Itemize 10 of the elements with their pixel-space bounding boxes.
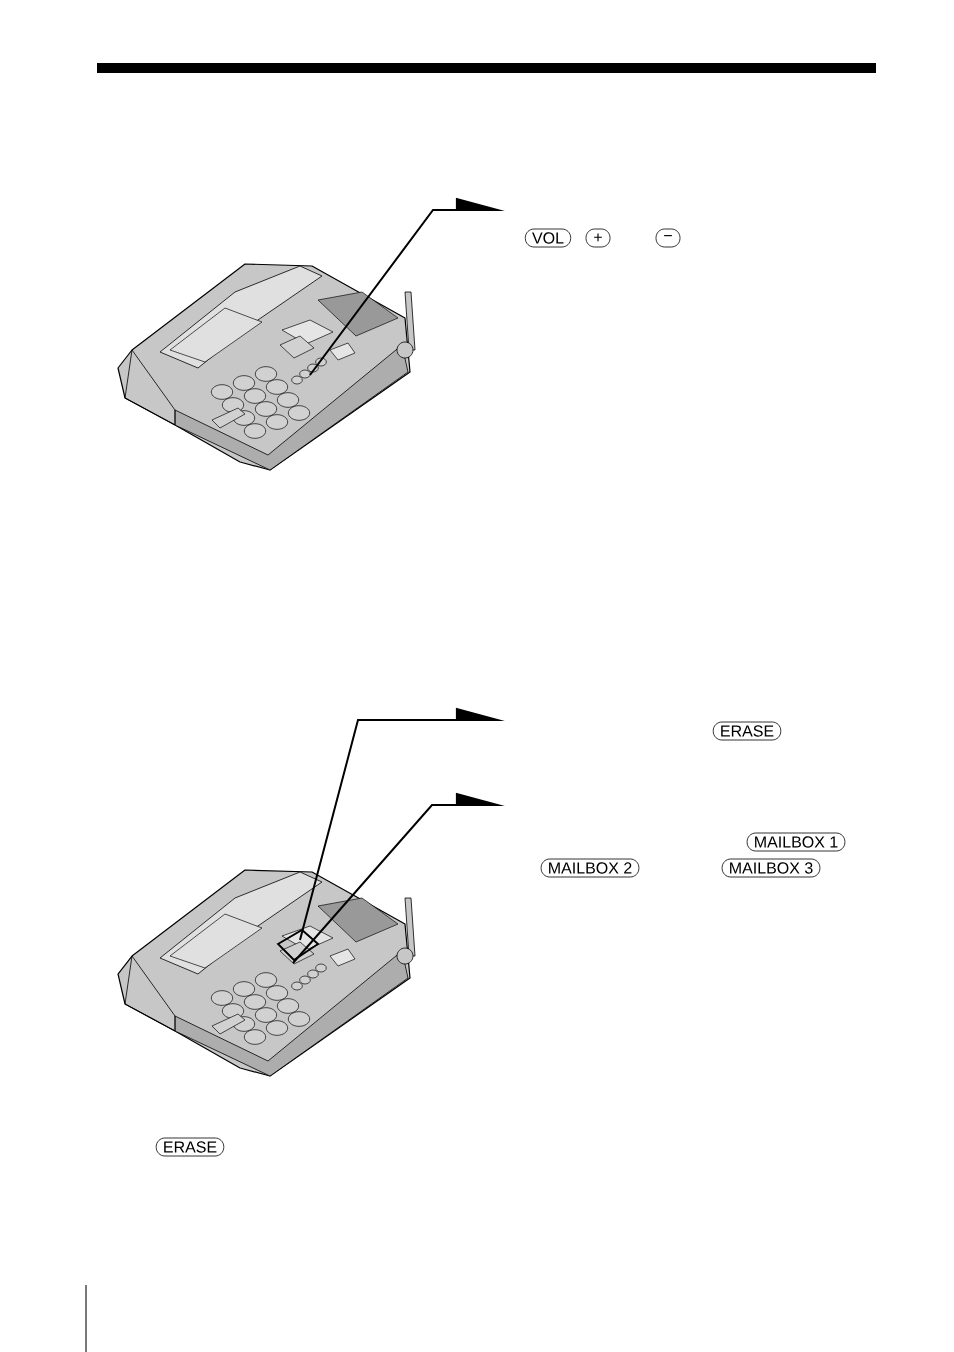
phone-drawing: [117, 263, 416, 471]
phone-drawing: [117, 869, 416, 1077]
key-label: MAILBOX 3: [721, 858, 821, 878]
key-label: −: [655, 228, 681, 248]
key-label: ERASE: [712, 721, 782, 741]
key-label: +: [585, 228, 611, 248]
key-label: VOL: [524, 228, 572, 248]
key-label: ERASE: [155, 1137, 225, 1157]
key-label: MAILBOX 1: [746, 832, 846, 852]
key-label: MAILBOX 2: [540, 858, 640, 878]
